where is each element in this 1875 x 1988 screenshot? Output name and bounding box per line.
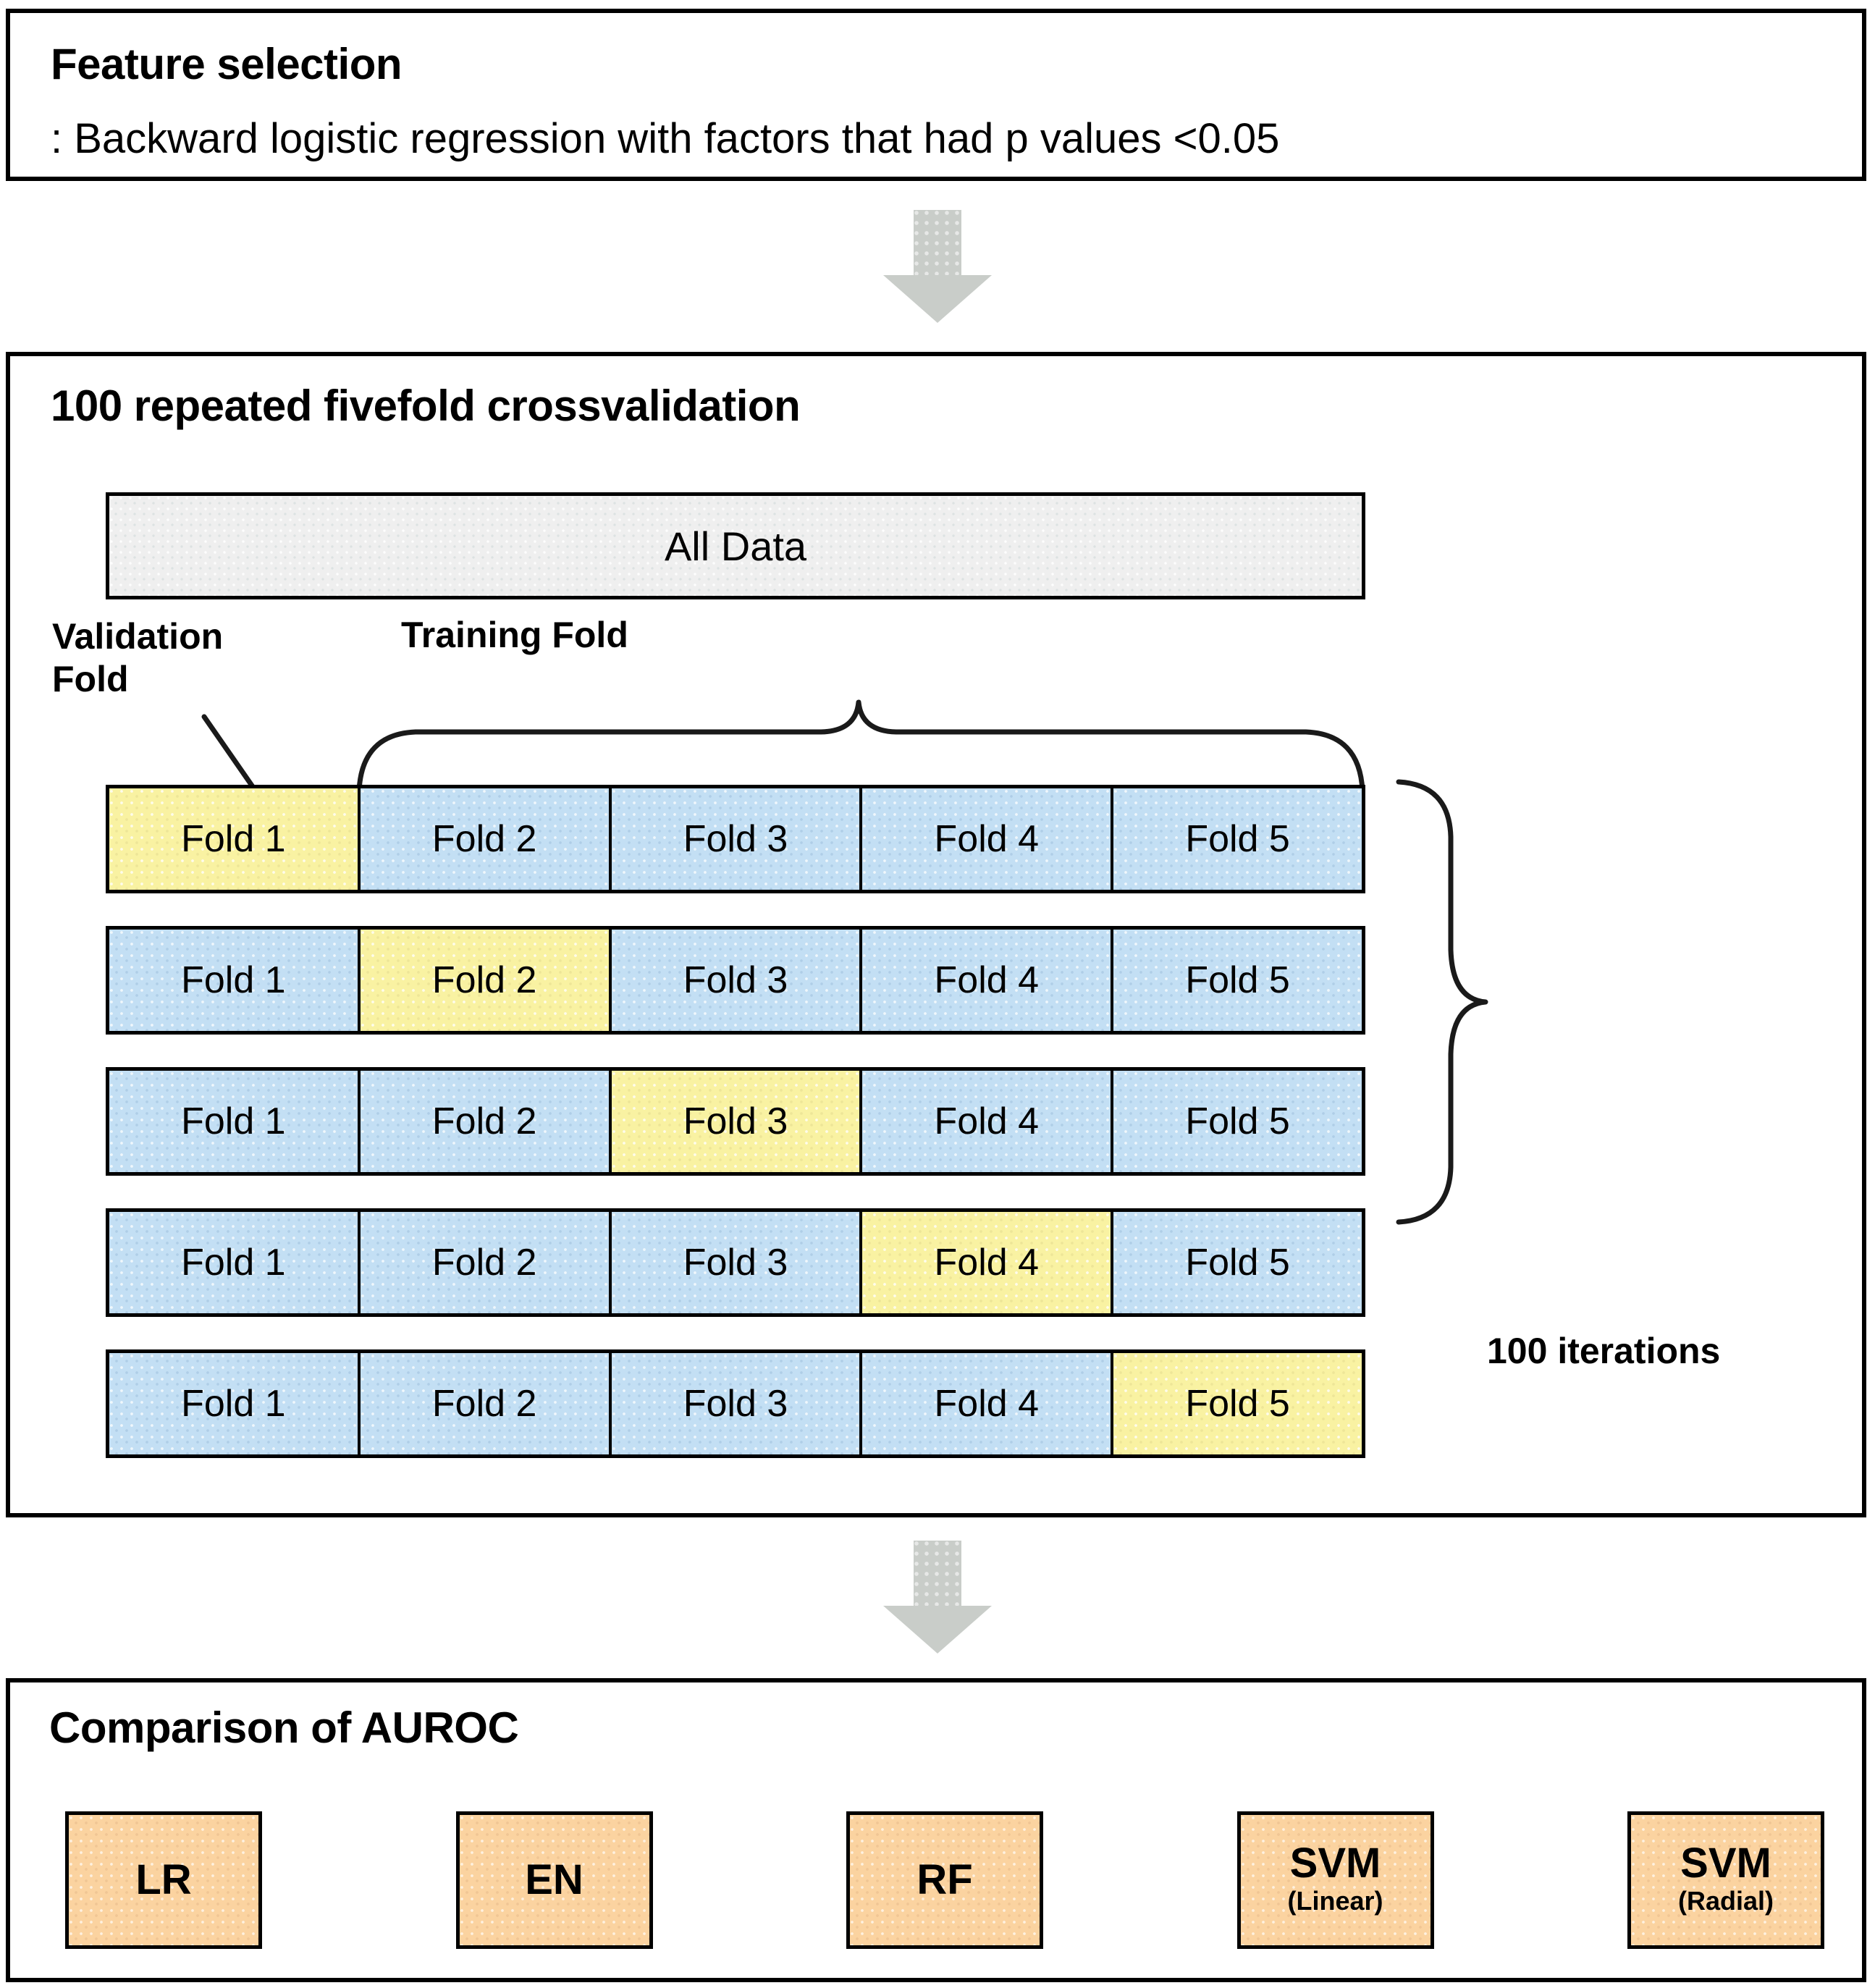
fold-cell: Fold 2 — [360, 788, 612, 890]
feature-selection-panel: Feature selection : Backward logistic re… — [6, 9, 1866, 181]
arrow-head — [883, 1606, 992, 1654]
auroc-title: Comparison of AUROC — [49, 1703, 519, 1752]
model-box-rf: RF — [846, 1811, 1043, 1949]
validation-fold-label: Validation Fold — [52, 616, 224, 699]
feature-selection-subtitle: : Backward logistic regression with fact… — [51, 115, 1280, 162]
fold-cell: Fold 5 — [1113, 1212, 1362, 1313]
model-name: RF — [917, 1856, 973, 1904]
fold-row: Fold 1 Fold 2 Fold 3 Fold 4 Fold 5 — [106, 926, 1365, 1035]
fold-cell: Fold 5 — [1113, 930, 1362, 1031]
all-data-label: All Data — [664, 523, 807, 569]
fold-cell: Fold 3 — [611, 1071, 863, 1172]
arrow-down-icon — [883, 210, 992, 323]
model-name: LR — [135, 1856, 192, 1904]
fold-row: Fold 1 Fold 2 Fold 3 Fold 4 Fold 5 — [106, 1208, 1365, 1317]
all-data-bar: All Data — [106, 492, 1365, 599]
arrow-down-icon — [883, 1541, 992, 1654]
model-box-en: EN — [455, 1811, 653, 1949]
model-kernel: (Linear) — [1287, 1885, 1383, 1916]
fold-cell: Fold 1 — [109, 788, 361, 890]
fold-cell: Fold 4 — [862, 1353, 1114, 1454]
curly-brace-up-icon — [356, 699, 1365, 793]
fold-cell: Fold 1 — [109, 1071, 361, 1172]
fold-cell: Fold 4 — [862, 1212, 1114, 1313]
model-kernel: (Radial) — [1677, 1885, 1774, 1916]
fold-cell: Fold 3 — [611, 1212, 863, 1313]
fold-cell: Fold 2 — [360, 1212, 612, 1313]
arrow-shaft — [914, 1541, 961, 1607]
fold-cell: Fold 1 — [109, 1353, 361, 1454]
fold-cell: Fold 5 — [1113, 1071, 1362, 1172]
training-fold-label: Training Fold — [401, 615, 628, 655]
fold-cell: Fold 2 — [360, 1353, 612, 1454]
fold-cell: Fold 5 — [1113, 788, 1362, 890]
model-box-svm-radial: SVM (Radial) — [1627, 1811, 1824, 1949]
fold-row: Fold 1 Fold 2 Fold 3 Fold 4 Fold 5 — [106, 785, 1365, 893]
fold-cell: Fold 3 — [611, 788, 863, 890]
iterations-label: 100 iterations — [1487, 1331, 1721, 1371]
fold-cell: Fold 3 — [611, 1353, 863, 1454]
arrow-shaft — [914, 210, 961, 277]
fold-cell: Fold 5 — [1113, 1353, 1362, 1454]
feature-selection-title: Feature selection — [51, 40, 403, 88]
model-box-row: LR EN RF SVM (Linear) SVM (Radial) — [65, 1811, 1824, 1949]
model-name: SVM — [1289, 1839, 1381, 1887]
model-name: EN — [525, 1856, 583, 1904]
model-name: SVM — [1680, 1839, 1771, 1887]
fold-cell: Fold 3 — [611, 930, 863, 1031]
fold-row: Fold 1 Fold 2 Fold 3 Fold 4 Fold 5 — [106, 1349, 1365, 1458]
fold-cell: Fold 4 — [862, 788, 1114, 890]
fold-cell: Fold 1 — [109, 930, 361, 1031]
model-box-svm-linear: SVM (Linear) — [1236, 1811, 1434, 1949]
fold-cell: Fold 4 — [862, 1071, 1114, 1172]
crossvalidation-panel: 100 repeated fivefold crossvalidation Al… — [6, 352, 1866, 1517]
fold-cell: Fold 2 — [360, 930, 612, 1031]
fold-cell: Fold 1 — [109, 1212, 361, 1313]
auroc-comparison-panel: Comparison of AUROC LR EN RF SVM (Linear… — [6, 1678, 1866, 1982]
leader-line-icon — [201, 714, 256, 791]
arrow-head — [883, 275, 992, 323]
crossvalidation-title: 100 repeated fivefold crossvalidation — [51, 382, 801, 430]
fold-cell: Fold 4 — [862, 930, 1114, 1031]
fold-cell: Fold 2 — [360, 1071, 612, 1172]
fold-row: Fold 1 Fold 2 Fold 3 Fold 4 Fold 5 — [106, 1067, 1365, 1176]
curly-brace-right-icon — [1396, 779, 1488, 1225]
model-box-lr: LR — [65, 1811, 262, 1949]
